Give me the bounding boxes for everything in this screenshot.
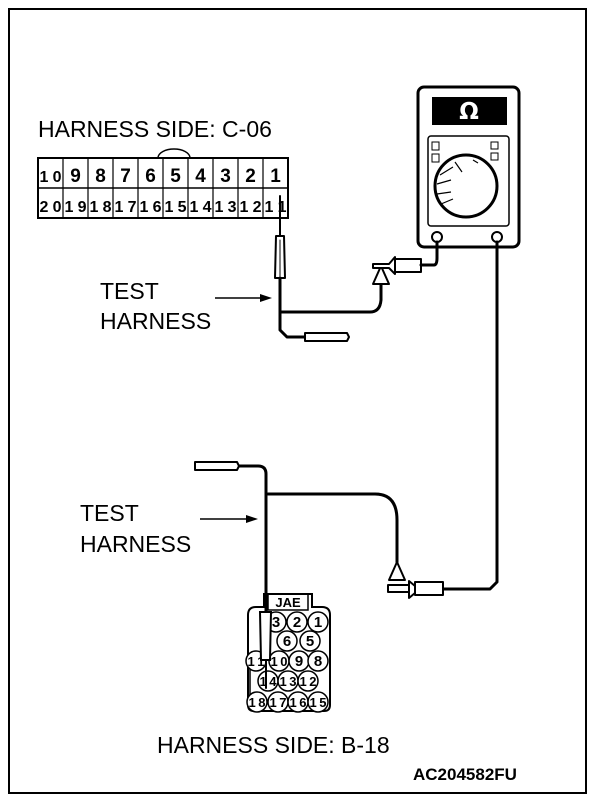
ohmmeter-dial-ticks bbox=[436, 159, 479, 205]
arrow-upper-head bbox=[260, 294, 272, 302]
upper-alligator-clip bbox=[372, 265, 390, 285]
connector-b18-pin-2-circle bbox=[286, 611, 308, 633]
ohmmeter-switch-3 bbox=[490, 141, 499, 150]
connector-b18-pin-2: 2 bbox=[293, 614, 301, 631]
connector-b18-maker-label: JAE bbox=[275, 595, 301, 610]
connector-c06-pin-9: 9 bbox=[70, 166, 81, 187]
connector-b18-pin-3: 3 bbox=[272, 614, 280, 631]
lower-clip-jaw bbox=[408, 580, 416, 599]
upper-harness-connector bbox=[304, 332, 350, 342]
lower-lead-wire bbox=[266, 492, 399, 564]
connector-b18 bbox=[245, 593, 331, 713]
connector-b18-pin-12-circle bbox=[297, 670, 319, 692]
connector-c06-pin-15: 15 bbox=[165, 199, 187, 216]
test-harness-upper-line2: HARNESS bbox=[100, 308, 212, 334]
upper-harness-wire bbox=[278, 276, 307, 339]
connector-c06-pin-6: 6 bbox=[145, 166, 156, 187]
connector-c06-pin-17: 17 bbox=[115, 199, 137, 216]
connector-c06-pin-14: 14 bbox=[190, 199, 212, 216]
ohmmeter-switch-1 bbox=[431, 141, 440, 151]
connector-c06-pin-11: 11 bbox=[265, 199, 287, 216]
ohmmeter-body bbox=[416, 85, 521, 249]
figure-code: AC204582FU bbox=[413, 765, 517, 784]
lower-harness-connector bbox=[194, 461, 240, 471]
connector-c06-pin-13: 13 bbox=[215, 199, 237, 216]
test-harness-lower-line2: HARNESS bbox=[80, 531, 192, 557]
lower-harness-wire bbox=[235, 464, 268, 614]
connector-b18-body bbox=[247, 593, 331, 712]
harness-side-b18-label: HARNESS SIDE: B-18 bbox=[157, 732, 390, 758]
connector-b18-pin-8-circle bbox=[307, 650, 329, 672]
lower-test-harness bbox=[194, 240, 499, 614]
connector-b18-pin-15-circle bbox=[307, 691, 329, 713]
upper-clip-jaw bbox=[372, 256, 396, 275]
probe-b18 bbox=[258, 611, 273, 689]
lower-clip-body bbox=[387, 584, 410, 593]
connector-b18-pin-6: 6 bbox=[283, 633, 291, 650]
ohmmeter-panel bbox=[427, 135, 510, 227]
connector-c06-pin-12: 12 bbox=[240, 199, 262, 216]
ohmmeter bbox=[416, 85, 521, 249]
upper-test-harness bbox=[274, 195, 439, 342]
test-harness-upper-line1: TEST bbox=[100, 278, 159, 304]
connector-b18-pin-6-circle bbox=[276, 630, 298, 652]
connector-b18-pin-9: 9 bbox=[295, 653, 303, 670]
connector-b18-pin-8: 8 bbox=[314, 653, 322, 670]
connector-b18-pin-1-circle bbox=[307, 611, 329, 633]
connector-b18-pin-18-circle bbox=[246, 691, 268, 713]
connector-c06-pin-2: 2 bbox=[245, 166, 256, 187]
connector-b18-pin-14: 14 bbox=[260, 674, 278, 689]
connector-b18-pin-5-circle bbox=[299, 630, 321, 652]
connector-c06-pin-16: 16 bbox=[140, 199, 162, 216]
lower-alligator-clip bbox=[388, 561, 406, 581]
test-harness-lower-line1: TEST bbox=[80, 500, 139, 526]
connector-b18-maker-tab bbox=[267, 593, 309, 611]
connector-c06-pin-18: 18 bbox=[90, 199, 112, 216]
connector-c06-pin-4: 4 bbox=[195, 166, 206, 187]
figure-frame bbox=[8, 8, 587, 794]
probe-b18-body bbox=[258, 611, 273, 661]
ohm-symbol: Ω bbox=[459, 99, 479, 125]
harness-side-c06-label: HARNESS SIDE: C-06 bbox=[38, 116, 272, 142]
connector-b18-pin-5: 5 bbox=[306, 633, 314, 650]
connector-c06-latch bbox=[157, 148, 191, 159]
ohmmeter-selector-dial bbox=[433, 153, 499, 219]
connector-c06-pin-5: 5 bbox=[170, 166, 181, 187]
ohmmeter-switch-4 bbox=[490, 152, 499, 161]
connector-c06-pin-20: 20 bbox=[40, 199, 62, 216]
connector-c06-pin-10: 10 bbox=[40, 169, 62, 186]
connector-c06-pin-19: 19 bbox=[65, 199, 87, 216]
connector-b18-pin-1: 1 bbox=[314, 614, 322, 631]
lower-lead-from-meter bbox=[441, 240, 499, 591]
connector-c06-pin-3: 3 bbox=[220, 166, 231, 187]
arrows bbox=[200, 294, 272, 523]
arrow-lower-head bbox=[246, 515, 258, 523]
upper-lead-to-meter bbox=[419, 240, 439, 267]
connector-c06 bbox=[37, 148, 289, 219]
ohmmeter-switch-2 bbox=[431, 153, 440, 163]
upper-lead-plug bbox=[394, 258, 422, 273]
upper-lead-wire bbox=[278, 282, 383, 314]
connector-c06-pin-8: 8 bbox=[95, 166, 106, 187]
ohmmeter-display bbox=[432, 97, 507, 125]
lower-lead-plug bbox=[414, 581, 444, 596]
connector-c06-pin-1: 1 bbox=[270, 166, 281, 187]
connector-c06-pin-7: 7 bbox=[120, 166, 131, 187]
